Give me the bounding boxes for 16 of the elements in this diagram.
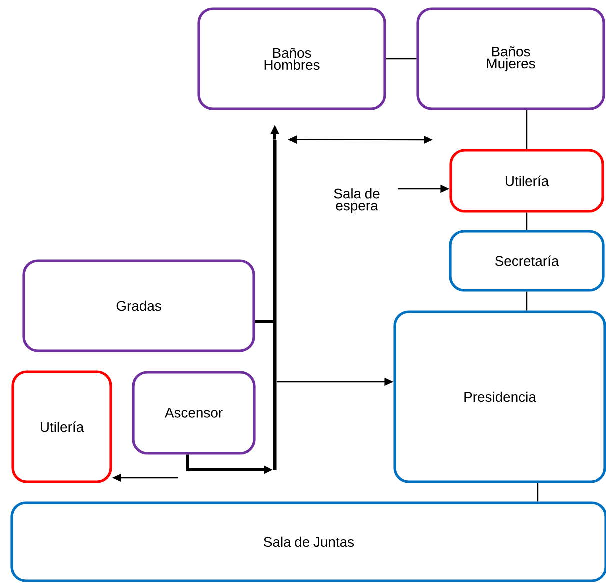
room-box: Baños Mujeres: [416, 8, 606, 110]
room-box: Presidencia: [394, 310, 606, 484]
connector-line: [526, 110, 528, 150]
room-box: Utilería: [450, 149, 604, 213]
connector-line: [526, 292, 528, 311]
room-box: Gradas: [22, 260, 256, 352]
connector-line: [537, 483, 539, 502]
connector-line: [526, 212, 528, 230]
room-label: Sala de espera: [334, 188, 380, 214]
room-box: Ascensor: [132, 371, 256, 455]
room-box: Sala de Juntas: [10, 502, 606, 582]
connector-line: [386, 58, 417, 60]
room-box: Baños Hombres: [198, 8, 386, 110]
room-box: Utilería: [12, 370, 112, 484]
room-box: Secretaría: [449, 230, 605, 292]
connector-line: [255, 320, 274, 324]
